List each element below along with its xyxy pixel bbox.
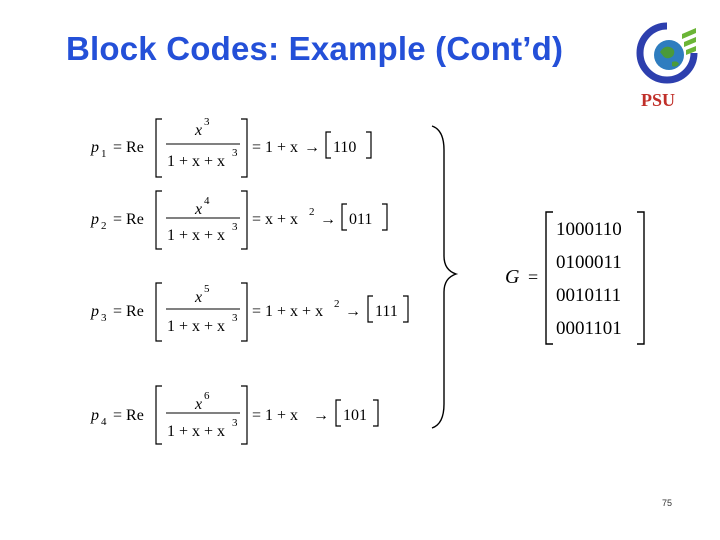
eq-polynomial: = x + x — [252, 211, 298, 228]
eq-numerator: x — [194, 289, 202, 306]
eq-p-subscript: 1 — [101, 148, 107, 160]
slide-number: 75 — [662, 498, 673, 508]
matrix-row: 0010111 — [556, 285, 621, 306]
eq-numerator: x — [194, 122, 202, 139]
eq-denominator: 1 + x + x — [167, 153, 225, 170]
eq-numerator-exp: 3 — [204, 116, 210, 128]
eq-p-symbol: p — [90, 139, 99, 156]
eq-numerator-exp: 5 — [204, 283, 210, 295]
matrix-row: 0100011 — [556, 252, 622, 273]
eq-p-symbol: p — [90, 407, 99, 424]
parity-equation-1: p 1 = Re x 3 1 + x + x 3 = 1 + x → 110 — [90, 116, 372, 178]
eq-re-label: = Re — [113, 303, 144, 320]
generator-matrix: G = 1000110 0100011 0010111 0001101 — [505, 211, 645, 345]
eq-re-label: = Re — [113, 407, 144, 424]
generator-label: G — [505, 266, 520, 288]
eq-parity-bits: 111 — [375, 303, 398, 320]
eq-parity-bits: 101 — [343, 407, 367, 424]
parity-equation-2: p 2 = Re x 4 1 + x + x 3 = x + x 2 → 011 — [90, 190, 388, 250]
eq-numerator: x — [194, 396, 202, 413]
parity-equation-3: p 3 = Re x 5 1 + x + x 3 = 1 + x + x 2 →… — [90, 282, 409, 342]
eq-arrow: → — [313, 407, 329, 424]
eq-parity-bits: 011 — [349, 211, 372, 228]
eq-denominator-exp: 3 — [232, 417, 238, 429]
eq-arrow: → — [304, 139, 320, 156]
eq-arrow: → — [320, 211, 336, 228]
org-label: PSU — [641, 90, 676, 110]
eq-polynomial-exp: 2 — [309, 206, 315, 218]
eq-p-subscript: 4 — [101, 416, 107, 428]
eq-polynomial-exp: 2 — [334, 298, 340, 310]
matrix-row: 1000110 — [556, 219, 622, 240]
eq-re-label: = Re — [113, 139, 144, 156]
eq-re-label: = Re — [113, 211, 144, 228]
eq-denominator: 1 + x + x — [167, 423, 225, 440]
eq-denominator-exp: 3 — [232, 312, 238, 324]
grouping-brace — [431, 125, 459, 429]
eq-parity-bits: 110 — [333, 139, 356, 156]
eq-p-subscript: 2 — [101, 220, 107, 232]
eq-p-symbol: p — [90, 211, 99, 228]
eq-denominator: 1 + x + x — [167, 318, 225, 335]
parity-equation-4: p 4 = Re x 6 1 + x + x 3 = 1 + x → 101 — [90, 385, 379, 445]
eq-numerator-exp: 4 — [204, 195, 210, 207]
eq-polynomial: = 1 + x — [252, 139, 298, 156]
eq-denominator-exp: 3 — [232, 147, 238, 159]
eq-numerator: x — [194, 201, 202, 218]
eq-denominator-exp: 3 — [232, 221, 238, 233]
eq-polynomial: = 1 + x + x — [252, 303, 323, 320]
slide-title: Block Codes: Example (Cont’d) — [66, 30, 564, 67]
eq-p-subscript: 3 — [101, 312, 107, 324]
eq-polynomial: = 1 + x — [252, 407, 298, 424]
generator-equals: = — [528, 267, 538, 287]
eq-denominator: 1 + x + x — [167, 227, 225, 244]
eq-numerator-exp: 6 — [204, 390, 210, 402]
globe-logo-icon — [636, 22, 698, 84]
eq-arrow: → — [345, 303, 361, 320]
matrix-row: 0001101 — [556, 318, 622, 339]
eq-p-symbol: p — [90, 303, 99, 320]
